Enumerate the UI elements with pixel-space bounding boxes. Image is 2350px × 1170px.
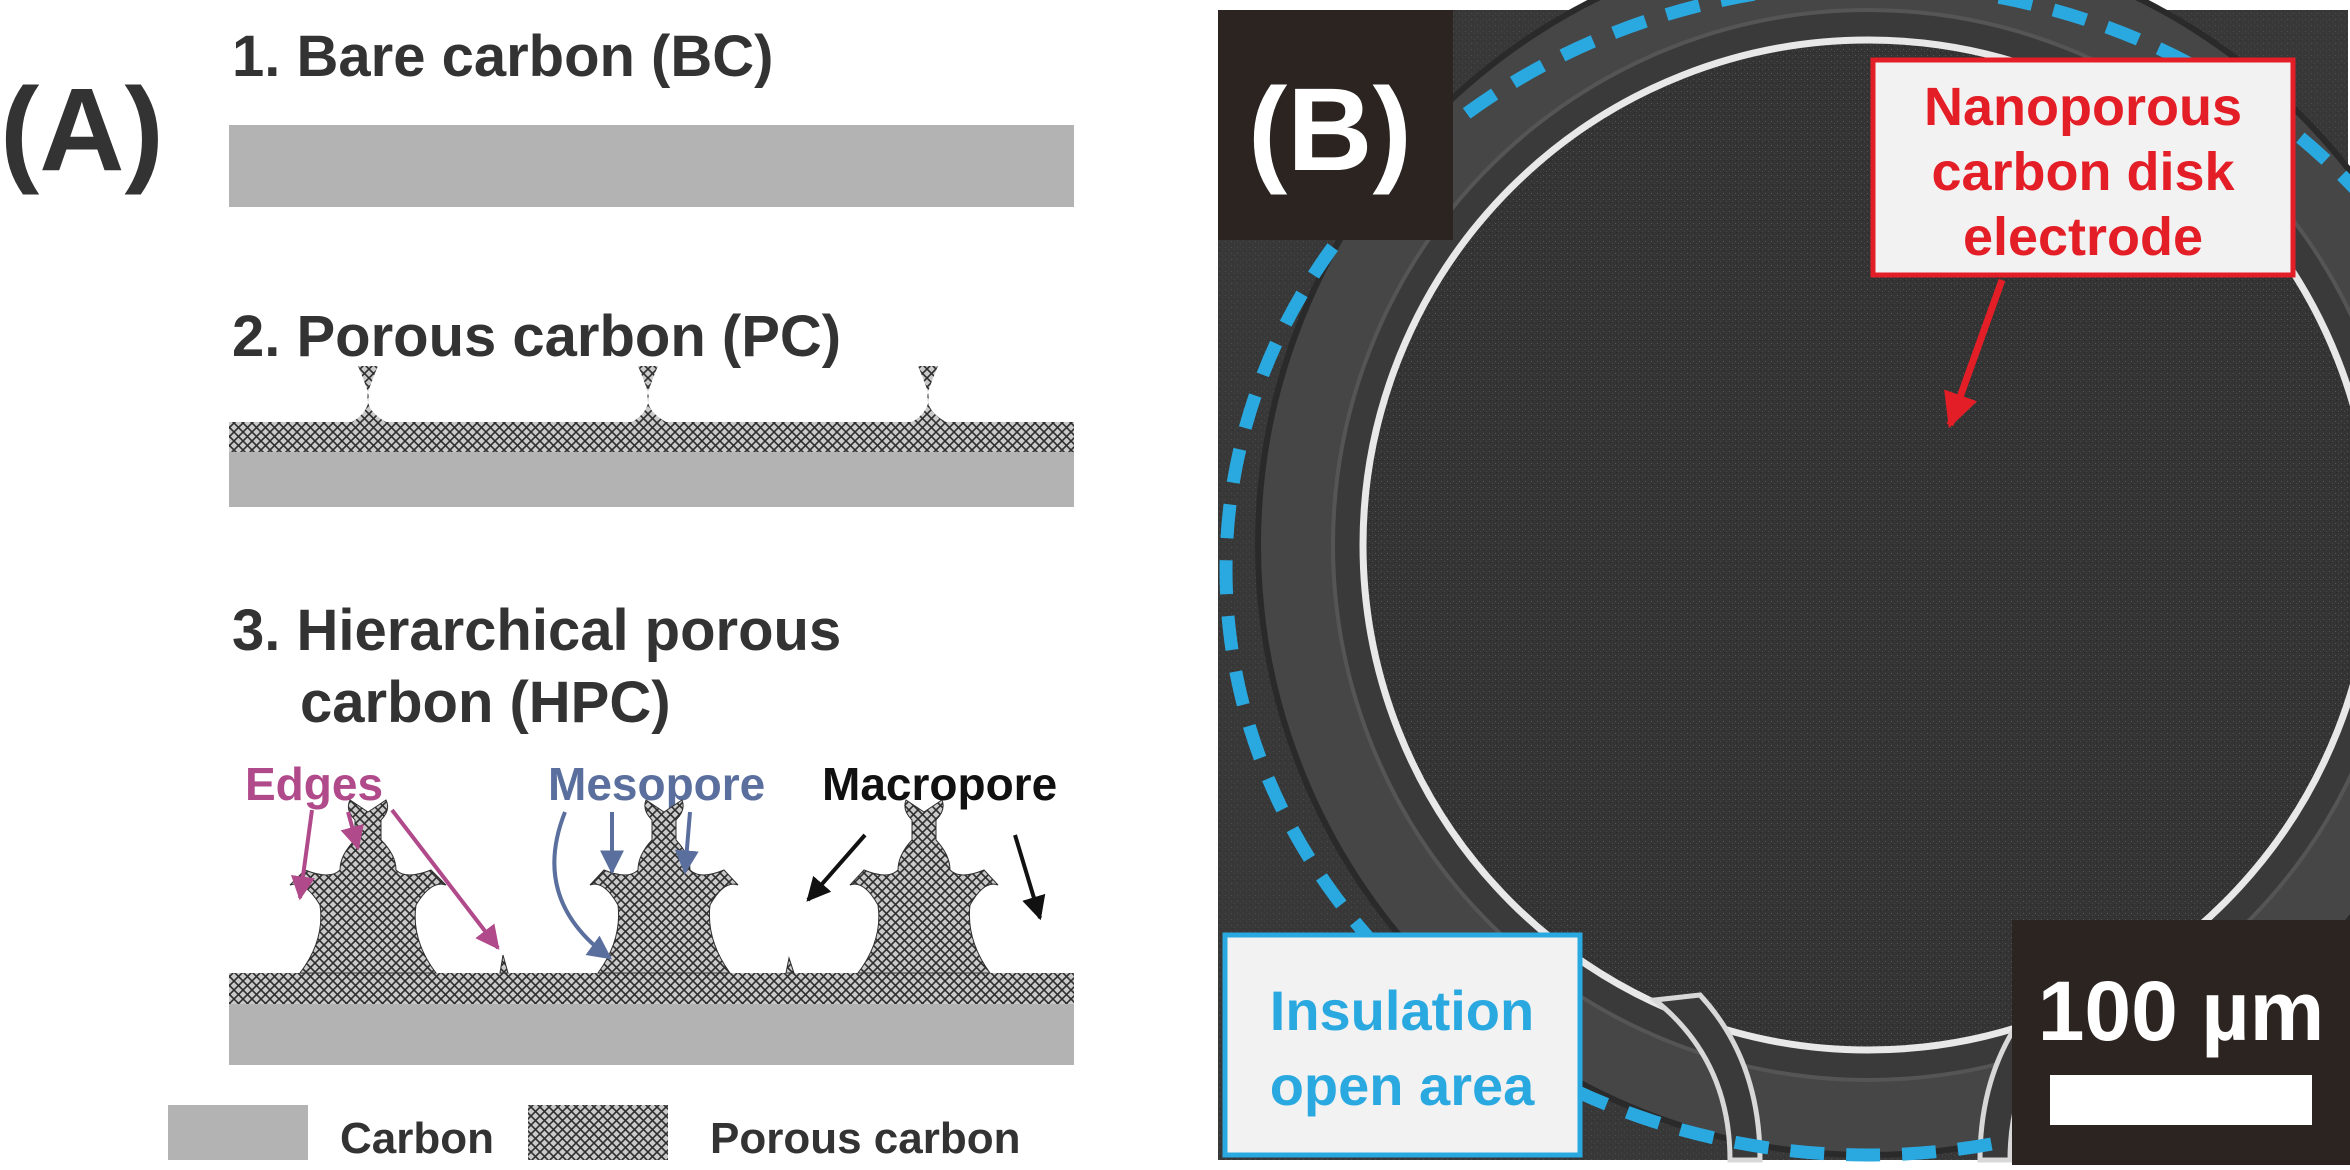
panel-a: (A) 1. Bare carbon (BC) 2. Porous carbon… [0,24,1074,1163]
legend-carbon-swatch [168,1105,308,1160]
porous-carbon-layer [229,422,1074,452]
porous-carbon-spikes [352,366,946,422]
macropore-arrows [806,833,1046,921]
panel-b: (B) Nanoporous carbon disk electrode Ins… [1218,0,2350,1165]
scale-bar [2050,1075,2312,1125]
bare-carbon-layer [229,125,1074,207]
edges-label: Edges [245,758,383,810]
legend-carbon-label: Carbon [340,1114,494,1163]
panel-b-label-box [1218,10,1453,240]
hpc-porous-layer [229,973,1074,1004]
hpc-title-line1: 3. Hierarchical porous [232,598,841,663]
electrode-label-line1: Nanoporous [1924,77,2242,137]
hpc-title-line2: carbon (HPC) [300,670,671,735]
insulation-outline [1219,0,2350,1162]
insulation-label-box [1222,932,1583,1158]
panel-a-label: (A) [0,64,164,196]
edges-arrows [291,808,500,950]
electrode-label-box [1870,57,2296,278]
insulation-label-line1: Insulation [1270,979,1534,1042]
hpc-substrate [229,1003,1074,1065]
mesopore-label: Mesopore [548,758,765,810]
hpc-structures [289,799,999,974]
scale-bar-label: 100 µm [2038,964,2325,1058]
legend-porous-carbon-swatch [528,1105,668,1160]
electrode-arrow [1944,278,2006,429]
carbon-disk [1359,36,2350,1054]
porous-carbon-substrate [229,451,1074,507]
bare-carbon-title: 1. Bare carbon (BC) [232,24,773,89]
lead-left [1648,992,1763,1163]
legend: Carbon Porous carbon [168,1105,1021,1163]
electrode-label-line3: electrode [1963,207,2203,267]
legend-porous-carbon-label: Porous carbon [710,1114,1021,1163]
porous-carbon-title: 2. Porous carbon (PC) [232,304,841,369]
electrode-label-line2: carbon disk [1931,142,2235,202]
mesopore-arrows [552,811,699,960]
insulation-label-line2: open area [1270,1054,1535,1117]
panel-b-label: (B) [1248,64,1412,196]
